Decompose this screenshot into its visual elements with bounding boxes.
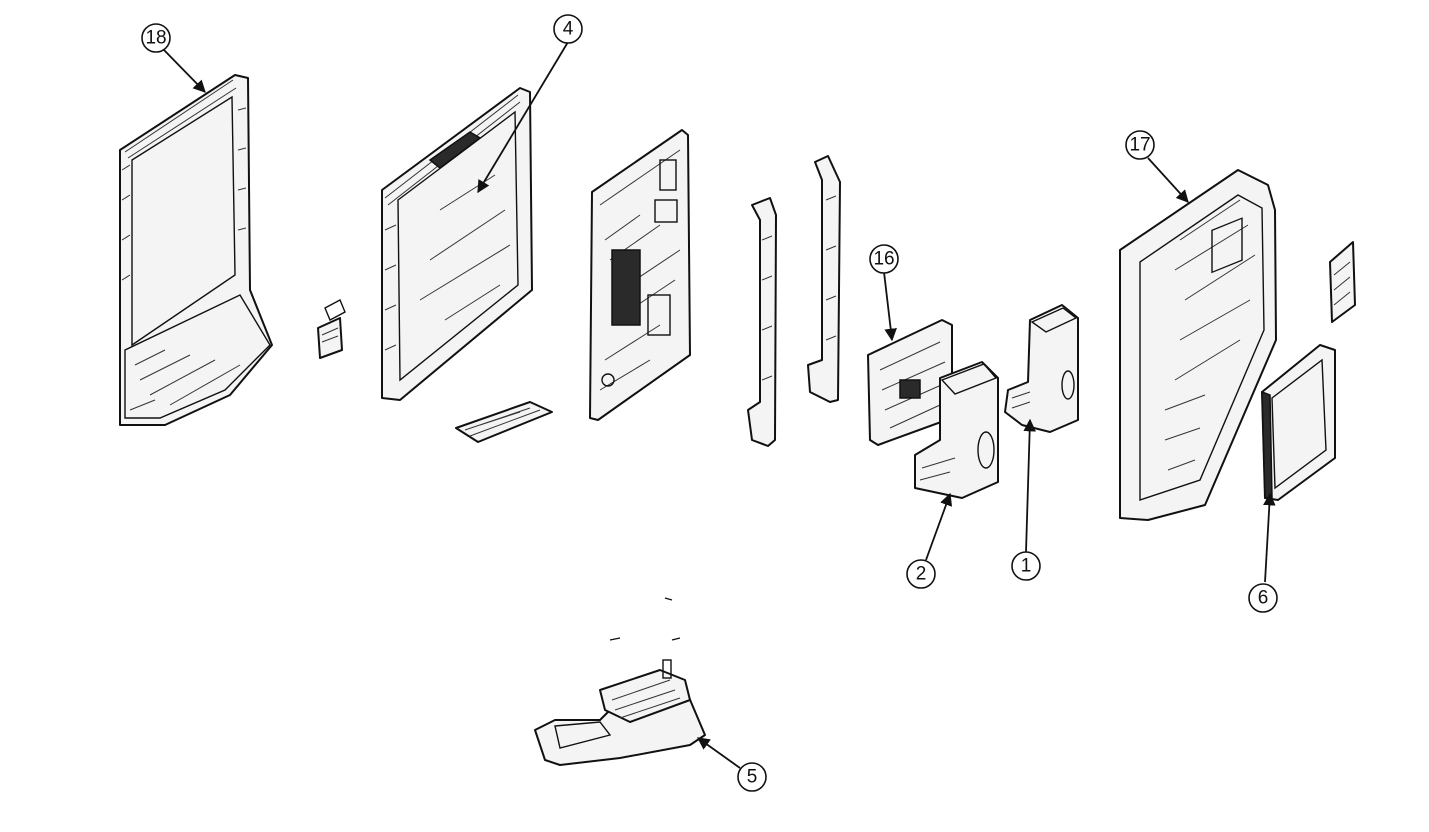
callout-5: 5	[737, 762, 767, 792]
callout-18: 18	[141, 23, 171, 53]
callout-1: 1	[1011, 551, 1041, 581]
leader-1	[1023, 418, 1036, 553]
leader-2	[925, 492, 953, 561]
leader-16	[883, 271, 897, 342]
callout-4: 4	[553, 14, 583, 44]
callout-2: 2	[906, 559, 936, 589]
leader-17	[1147, 157, 1189, 203]
terminal-cover-part	[1261, 344, 1336, 501]
callout-1-label: 1	[1021, 556, 1032, 577]
small-board-part	[455, 401, 553, 443]
back-cover-part	[1119, 169, 1277, 521]
front-bezel-part	[119, 74, 273, 426]
leader-4	[477, 41, 569, 194]
stand-part	[534, 597, 706, 766]
callout-6: 6	[1248, 583, 1278, 613]
bracket-board-part	[867, 319, 953, 446]
callout-18-label: 18	[145, 28, 166, 49]
callout-16-label: 16	[873, 249, 894, 270]
small-bracket-part	[317, 299, 346, 359]
panel-frame-part	[381, 87, 533, 401]
callout-17: 17	[1125, 130, 1155, 160]
leader-lines	[163, 41, 1276, 769]
leader-6	[1263, 492, 1276, 583]
callout-4-label: 4	[563, 19, 574, 40]
leader-18	[163, 49, 206, 93]
callout-16: 16	[869, 244, 899, 274]
back-label-part	[1329, 241, 1356, 323]
thin-board-left-part	[747, 197, 777, 447]
callout-17-label: 17	[1129, 135, 1150, 156]
main-board-part	[589, 129, 691, 421]
leader-5	[696, 737, 741, 769]
speaker-left-part	[914, 361, 999, 499]
callout-5-label: 5	[747, 767, 758, 788]
callout-2-label: 2	[916, 564, 927, 585]
thin-board-right-part	[807, 155, 841, 403]
callout-6-label: 6	[1258, 588, 1269, 609]
speaker-right-part	[1004, 304, 1079, 433]
